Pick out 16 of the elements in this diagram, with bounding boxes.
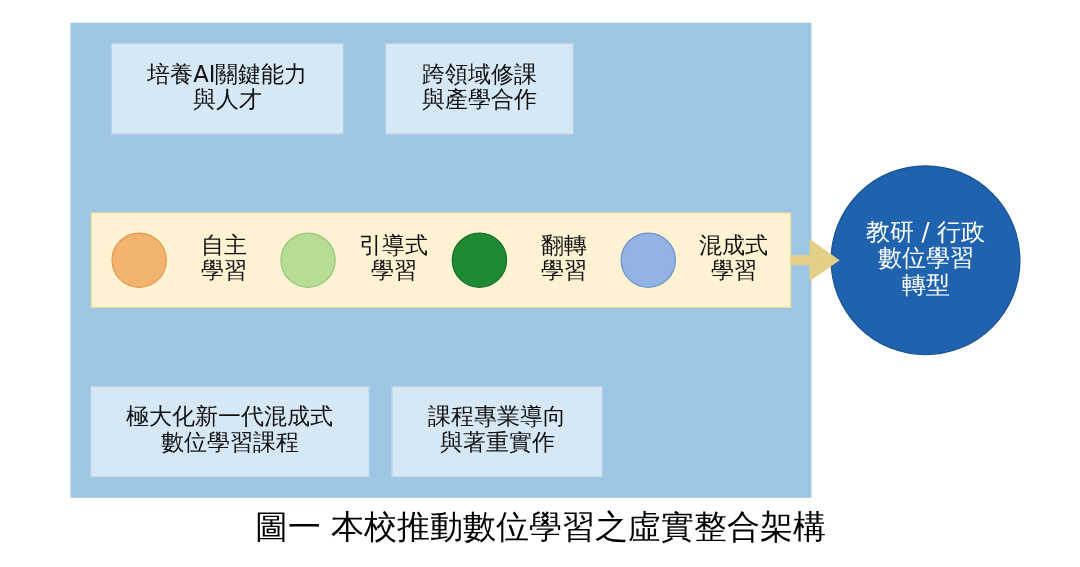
node-circle bbox=[451, 232, 507, 288]
cluster bbox=[90, 212, 791, 309]
node-label: 翻轉學習 bbox=[540, 232, 587, 284]
node-box: 跨領域修課與產學合作 bbox=[384, 42, 574, 135]
arrow bbox=[790, 239, 840, 282]
node-circle bbox=[279, 232, 336, 288]
node-circle bbox=[110, 232, 167, 288]
node-label: 自主學習 bbox=[200, 232, 247, 284]
node-circle bbox=[620, 232, 676, 288]
node-box: 課程專業導向與著重實作 bbox=[390, 385, 603, 478]
node-label: 引導式學習 bbox=[358, 232, 428, 284]
node-box: 培養AI關鍵能力與人才 bbox=[110, 42, 344, 135]
node-circle: 教研 / 行政數位學習轉型 bbox=[830, 165, 1021, 356]
node-box: 極大化新一代混成式數位學習課程 bbox=[89, 385, 370, 478]
caption: 圖一 本校推動數位學習之虛實整合架構 bbox=[254, 508, 826, 547]
node-label: 混成式學習 bbox=[698, 232, 768, 284]
